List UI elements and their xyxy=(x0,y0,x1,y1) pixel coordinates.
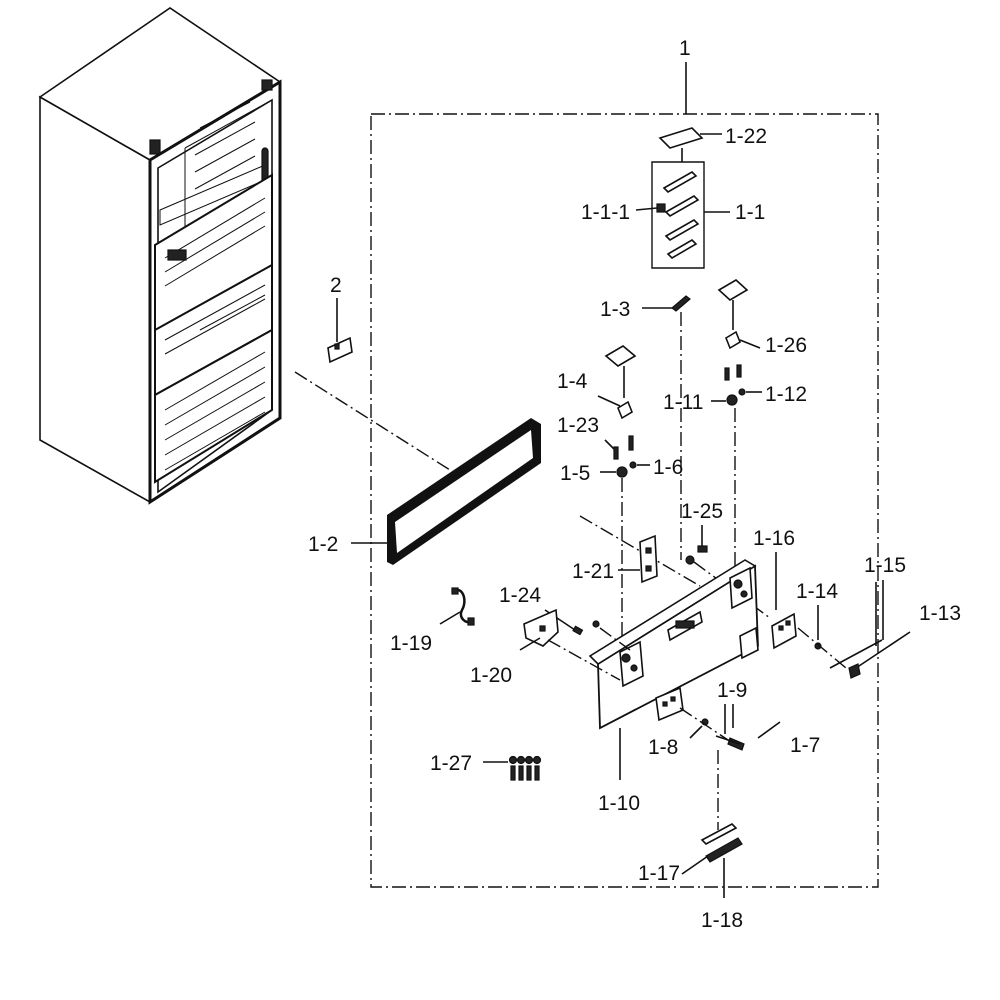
part-1-1-group xyxy=(651,161,705,269)
part-1-13 xyxy=(848,663,861,679)
label-1-11: 1-11 xyxy=(663,391,703,414)
label-1-15: 1-15 xyxy=(864,554,906,577)
label-1-14: 1-14 xyxy=(796,580,838,603)
label-1-10: 1-10 xyxy=(598,792,640,815)
part-1-18 xyxy=(705,837,743,863)
label-1-6: 1-6 xyxy=(653,456,683,479)
label-1-1: 1-1 xyxy=(735,201,765,224)
part-1-7 xyxy=(727,737,745,751)
label-1-8: 1-8 xyxy=(648,736,678,759)
part-1-10-housing xyxy=(588,559,759,730)
label-1-4: 1-4 xyxy=(557,370,588,393)
label-2: 2 xyxy=(330,274,342,297)
label-1-16: 1-16 xyxy=(753,527,795,550)
label-1-3: 1-3 xyxy=(600,298,630,321)
label-1-26: 1-26 xyxy=(765,334,807,357)
part-1-4-cover xyxy=(604,345,637,367)
label-1-12: 1-12 xyxy=(765,383,807,406)
label-1-21: 1-21 xyxy=(572,560,614,583)
assembly-boundary xyxy=(370,113,879,888)
part-1-17 xyxy=(700,823,738,845)
label-1-7: 1-7 xyxy=(790,734,820,757)
label-1-9: 1-9 xyxy=(717,679,747,702)
label-1-20: 1-20 xyxy=(470,664,512,687)
label-1-17: 1-17 xyxy=(638,862,680,885)
label-1-18: 1-18 xyxy=(701,909,743,932)
part-2 xyxy=(327,336,353,364)
refrigerator-cabinet xyxy=(38,7,282,505)
part-1-26-cover xyxy=(717,279,749,301)
label-1-25: 1-25 xyxy=(681,500,723,523)
label-1: 1 xyxy=(679,37,691,60)
part-1-21 xyxy=(639,534,658,584)
label-1-13: 1-13 xyxy=(919,602,961,625)
part-1-27-screws xyxy=(508,755,542,781)
label-1-24: 1-24 xyxy=(499,584,541,607)
part-1-22 xyxy=(658,127,704,149)
part-1-6 xyxy=(629,461,637,469)
part-1-3 xyxy=(671,295,691,312)
label-1-27: 1-27 xyxy=(430,752,472,775)
label-1-19: 1-19 xyxy=(390,632,432,655)
label-1-2: 1-2 xyxy=(308,533,338,556)
label-1-5: 1-5 xyxy=(560,462,590,485)
label-1-22: 1-22 xyxy=(725,125,767,148)
part-1-16 xyxy=(771,612,797,650)
label-1-23: 1-23 xyxy=(557,414,599,437)
part-1-5 xyxy=(616,466,628,478)
label-1-1-1: 1-1-1 xyxy=(581,201,630,224)
part-1-2-gasket xyxy=(387,418,541,565)
part-1-19 xyxy=(451,588,473,624)
part-1-12 xyxy=(738,388,746,396)
part-1-11 xyxy=(726,394,738,406)
